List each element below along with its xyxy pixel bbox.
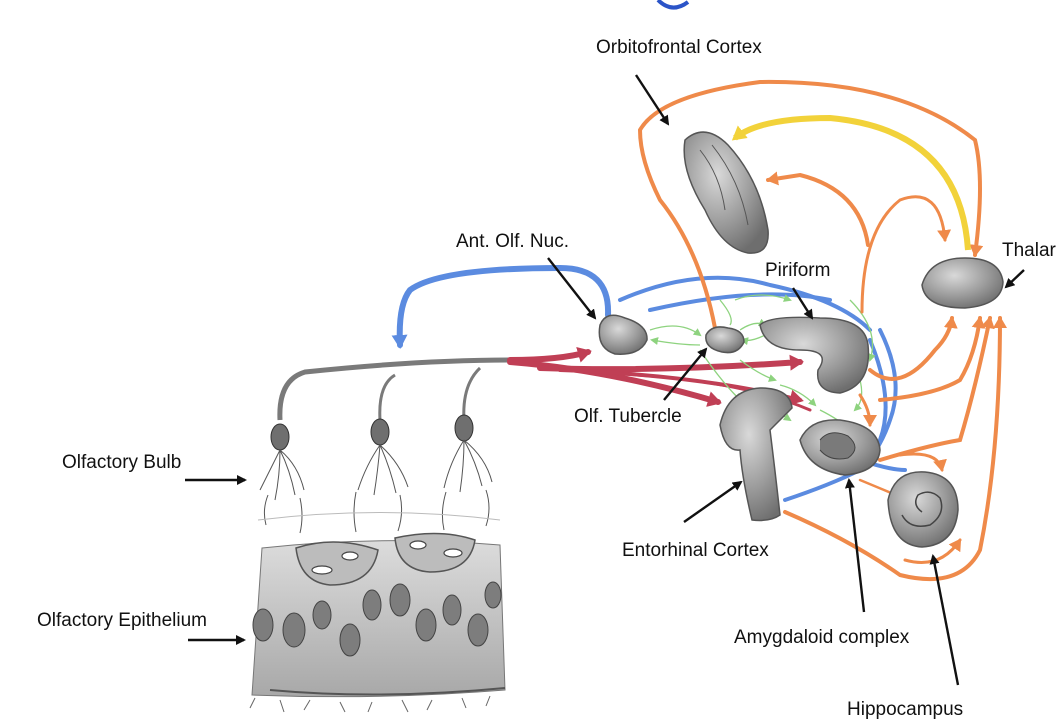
- orbitofrontal-cortex-shape: [684, 132, 768, 253]
- label-piriform: Piriform: [765, 260, 830, 281]
- label-olfactory-epithelium: Olfactory Epithelium: [37, 610, 207, 631]
- label-thalamus: Thalar: [1002, 240, 1057, 261]
- olfactory-bulb-drawing: [258, 360, 510, 533]
- olfactory-epithelium-drawing: [250, 533, 505, 712]
- label-orbitofrontal-cortex: Orbitofrontal Cortex: [596, 37, 762, 58]
- yellow-pathway: [735, 118, 968, 250]
- label-olf-tubercle: Olf. Tubercle: [574, 406, 682, 427]
- label-amygdaloid-complex: Amygdaloid complex: [734, 627, 910, 648]
- entorhinal-cortex-shape: [720, 388, 792, 520]
- label-olfactory-bulb: Olfactory Bulb: [62, 452, 181, 473]
- olf-tubercle-shape: [706, 327, 744, 353]
- ant-olf-nuc-shape: [599, 315, 647, 354]
- label-ant-olf-nuc: Ant. Olf. Nuc.: [456, 231, 569, 252]
- label-entorhinal-cortex: Entorhinal Cortex: [622, 540, 769, 561]
- piriform-shape: [760, 317, 868, 393]
- label-hippocampus: Hippocampus: [847, 699, 963, 720]
- hippocampus-shape: [888, 472, 958, 547]
- thalamus-shape: [922, 258, 1003, 308]
- amygdaloid-complex-shape: [800, 420, 880, 475]
- title-fragment: [658, 0, 688, 8]
